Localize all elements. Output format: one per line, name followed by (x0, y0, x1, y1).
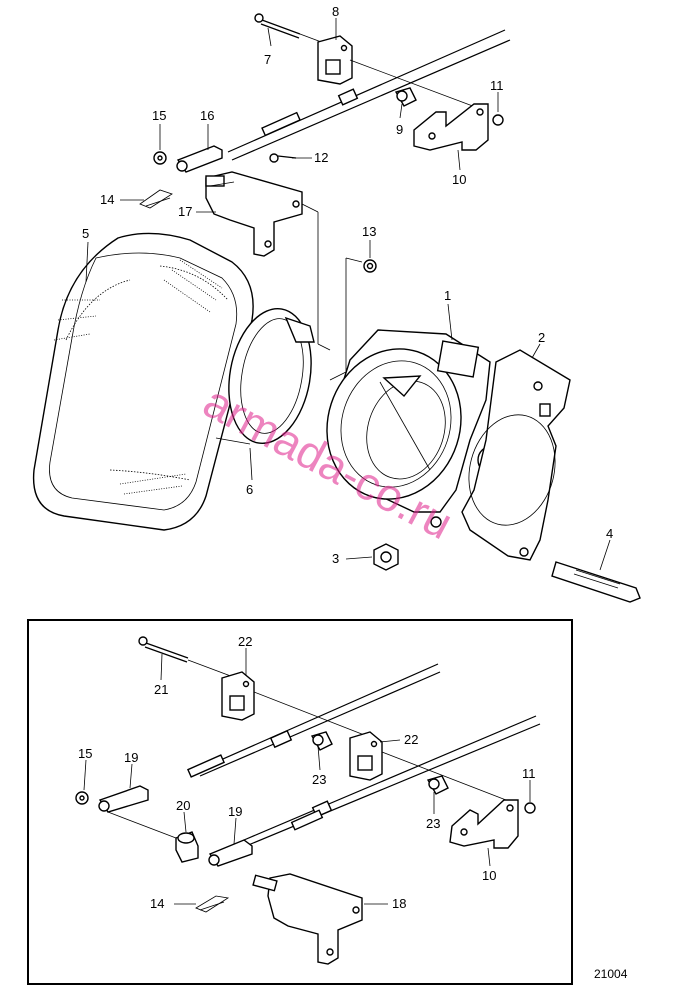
throttle-cable (227, 29, 511, 161)
label-21: 21 (154, 682, 168, 697)
nut-3 (373, 543, 399, 571)
label-12: 12 (314, 150, 328, 165)
label-11: 11 (490, 78, 504, 93)
label-19a: 19 (124, 750, 138, 765)
label-10-inset: 10 (482, 868, 496, 883)
label-18: 18 (392, 896, 406, 911)
label-22b: 22 (404, 732, 418, 747)
bolt-21 (138, 636, 237, 679)
inset-frame (27, 619, 573, 985)
label-9: 9 (396, 122, 403, 137)
stud-4 (551, 561, 641, 603)
label-10: 10 (452, 172, 466, 187)
bracket-18 (252, 873, 363, 965)
label-2: 2 (538, 330, 545, 345)
label-5: 5 (82, 226, 89, 241)
nut-11 (492, 114, 504, 126)
ball-joint-16 (176, 145, 223, 173)
gasket-2 (461, 349, 571, 561)
washer-15 (153, 151, 167, 165)
label-17: 17 (178, 204, 192, 219)
label-8: 8 (332, 4, 339, 19)
inset-leader-lines (83, 648, 531, 905)
clamp-22a (221, 671, 373, 739)
sleeve-9 (394, 87, 417, 107)
label-20: 20 (176, 798, 190, 813)
label-23b: 23 (426, 816, 440, 831)
label-14: 14 (100, 192, 114, 207)
leader-lines (85, 18, 611, 571)
label-4: 4 (606, 526, 613, 541)
sleeve-23a (310, 731, 333, 751)
washer-15-inset (75, 791, 89, 805)
hose-clamp-6 (215, 307, 315, 445)
sleeve-20 (175, 831, 199, 863)
cable-clamp-8 (317, 35, 479, 109)
bracket-10 (413, 103, 489, 151)
locator-lines (209, 181, 347, 381)
label-19b: 19 (228, 804, 242, 819)
label-15-inset: 15 (78, 746, 92, 761)
label-16: 16 (200, 108, 214, 123)
bracket-17 (205, 171, 319, 344)
label-1: 1 (444, 288, 451, 303)
nut-13 (345, 257, 377, 372)
inset-cable-lower (243, 715, 541, 847)
clamp-22b (349, 731, 507, 801)
label-11-inset: 11 (522, 766, 536, 781)
ball-joint-19a (98, 785, 177, 839)
label-7: 7 (264, 52, 271, 67)
label-22a: 22 (238, 634, 252, 649)
clip-14 (139, 189, 173, 209)
nut-11-inset (524, 802, 536, 814)
figure-number: 21004 (594, 967, 628, 981)
label-13: 13 (362, 224, 376, 239)
sleeve-23b (426, 775, 449, 795)
label-3: 3 (332, 551, 339, 566)
label-14-inset: 14 (150, 896, 164, 911)
label-23a: 23 (312, 772, 326, 787)
clip-14-inset (195, 895, 230, 913)
label-15: 15 (152, 108, 166, 123)
bracket-10-inset (449, 799, 519, 849)
inset-cable-upper (187, 663, 441, 778)
label-6: 6 (246, 482, 253, 497)
air-filter-5 (32, 232, 254, 531)
ball-joint-19b (208, 839, 253, 867)
throttle-body-1 (326, 329, 507, 528)
